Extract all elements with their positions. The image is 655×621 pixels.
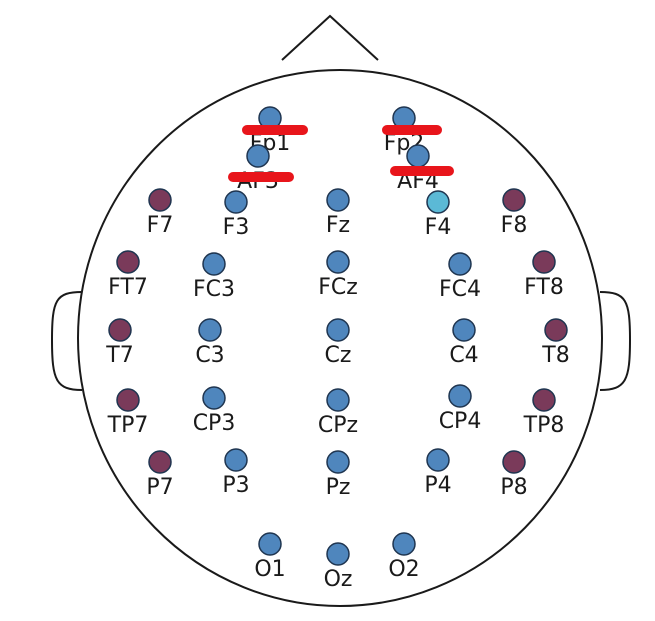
electrode-dot — [502, 450, 526, 474]
electrode-label: F3 — [223, 215, 250, 240]
electrode-label: FCz — [318, 275, 358, 300]
electrode-t7: T7 — [105, 318, 134, 368]
electrode-tp8: TP8 — [523, 388, 565, 438]
electrode-cp4: CP4 — [439, 384, 482, 434]
redaction-mark — [390, 166, 454, 176]
electrode-dot — [224, 448, 248, 472]
electrode-tp7: TP7 — [107, 388, 149, 438]
electrode-fz: Fz — [326, 188, 350, 238]
electrode-dot — [326, 318, 350, 342]
electrode-fcz: FCz — [318, 250, 358, 300]
right-ear-outline — [599, 291, 632, 391]
electrode-label: C3 — [195, 343, 224, 368]
nose-outline — [281, 14, 379, 61]
electrode-f4: F4 — [425, 190, 452, 240]
electrode-dot — [108, 318, 132, 342]
electrode-label: F8 — [501, 213, 528, 238]
electrode-label: F7 — [147, 213, 174, 238]
electrode-dot — [502, 188, 526, 212]
electrode-f7: F7 — [147, 188, 174, 238]
electrode-dot — [532, 388, 556, 412]
electrode-label: O2 — [388, 557, 419, 582]
electrode-fp1: Fp1 — [250, 106, 290, 156]
electrode-p4: P4 — [424, 448, 452, 498]
electrode-fc4: FC4 — [439, 252, 481, 302]
electrode-label: O1 — [254, 557, 285, 582]
electrode-f3: F3 — [223, 190, 250, 240]
electrode-dot — [426, 448, 450, 472]
redaction-mark — [242, 125, 308, 135]
electrode-dot — [224, 190, 248, 214]
electrode-cp3: CP3 — [193, 386, 236, 436]
electrode-cpz: CPz — [318, 388, 358, 438]
electrode-label: CPz — [318, 413, 358, 438]
electrode-dot — [246, 144, 270, 168]
electrode-label: Oz — [324, 567, 353, 592]
electrode-label: T8 — [541, 343, 569, 368]
electrode-dot — [258, 532, 282, 556]
electrode-pz: Pz — [326, 450, 351, 500]
electrode-dot — [448, 252, 472, 276]
electrode-label: T7 — [105, 343, 133, 368]
electrode-dot — [392, 532, 416, 556]
electrode-dot — [326, 388, 350, 412]
electrode-label: CP3 — [193, 411, 236, 436]
electrode-oz: Oz — [324, 542, 353, 592]
electrode-o1: O1 — [254, 532, 286, 582]
electrode-dot — [448, 384, 472, 408]
redaction-layer — [228, 125, 454, 182]
electrode-label: C4 — [449, 343, 478, 368]
electrode-dot — [452, 318, 476, 342]
electrode-dot — [326, 250, 350, 274]
electrode-ft7: FT7 — [108, 250, 148, 300]
electrode-dot — [326, 542, 350, 566]
electrode-dot — [116, 250, 140, 274]
electrode-label: Fz — [326, 213, 350, 238]
electrode-label: P7 — [146, 475, 173, 500]
electrode-label: Cz — [325, 343, 352, 368]
electrode-dot — [116, 388, 140, 412]
electrode-dot — [406, 144, 430, 168]
electrode-dot — [148, 188, 172, 212]
electrode-fc3: FC3 — [193, 252, 235, 302]
electrode-p7: P7 — [146, 450, 174, 500]
electrode-dot — [326, 450, 350, 474]
electrode-label: FC4 — [439, 277, 481, 302]
redaction-mark — [228, 172, 294, 182]
electrode-p8: P8 — [500, 450, 528, 500]
electrode-label: P8 — [500, 475, 527, 500]
electrode-dot — [532, 250, 556, 274]
electrode-dot — [326, 188, 350, 212]
electrode-label: F4 — [425, 215, 452, 240]
electrode-f8: F8 — [501, 188, 528, 238]
electrode-label: CP4 — [439, 409, 482, 434]
electrode-label: TP7 — [107, 413, 149, 438]
electrode-t8: T8 — [541, 318, 570, 368]
electrode-o2: O2 — [388, 532, 420, 582]
electrode-label: P4 — [424, 473, 451, 498]
electrode-dot — [202, 386, 226, 410]
electrode-label: FC3 — [193, 277, 235, 302]
electrode-c4: C4 — [449, 318, 479, 368]
electrode-p3: P3 — [222, 448, 250, 498]
electrode-c3: C3 — [195, 318, 225, 368]
electrode-label: FT7 — [108, 275, 148, 300]
electrode-dot — [426, 190, 450, 214]
electrode-label: FT8 — [524, 275, 564, 300]
electrode-label: Pz — [326, 475, 351, 500]
head-outline-group — [50, 14, 632, 607]
electrode-ft8: FT8 — [524, 250, 564, 300]
redaction-mark — [382, 125, 442, 135]
electrode-label: TP8 — [523, 413, 565, 438]
left-ear-outline — [50, 291, 83, 391]
electrode-dot — [198, 318, 222, 342]
electrode-label: P3 — [222, 473, 249, 498]
electrode-dot — [148, 450, 172, 474]
electrode-cz: Cz — [325, 318, 352, 368]
electrode-dot — [544, 318, 568, 342]
electrode-dot — [202, 252, 226, 276]
